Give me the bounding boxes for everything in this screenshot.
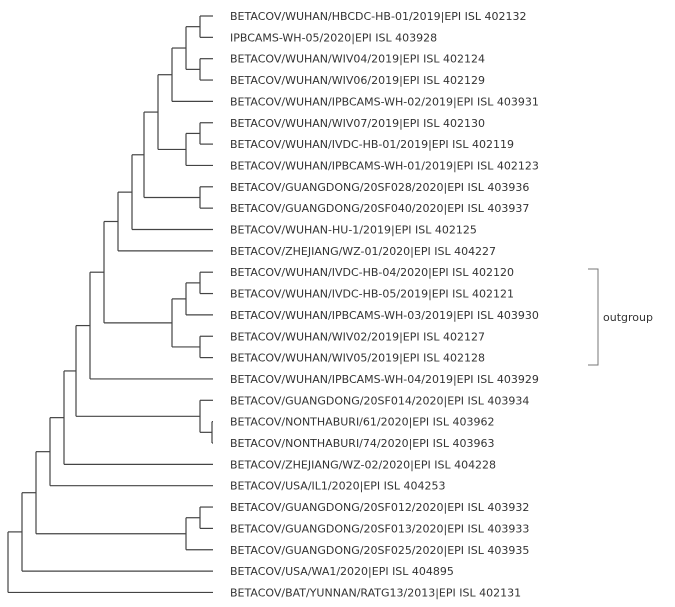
outgroup-bracket: [588, 268, 599, 366]
leaf-label: BETACOV/WUHAN/WIV04/2019|EPI ISL 402124: [230, 53, 485, 66]
leaf-label: BETACOV/WUHAN/IPBCAMS-WH-02/2019|EPI ISL…: [230, 95, 539, 108]
leaf-label: BETACOV/WUHAN/IPBCAMS-WH-03/2019|EPI ISL…: [230, 309, 539, 322]
leaf-label: BETACOV/GUANGDONG/20SF013/2020|EPI ISL 4…: [230, 522, 529, 535]
tree-branches: [7, 15, 213, 594]
outgroup-label: outgroup: [603, 311, 653, 324]
leaf-label: BETACOV/WUHAN/IVDC-HB-05/2019|EPI ISL 40…: [230, 288, 514, 301]
leaf-labels: BETACOV/WUHAN/HBCDC-HB-01/2019|EPI ISL 4…: [230, 10, 539, 599]
leaf-label: BETACOV/NONTHABURI/74/2020|EPI ISL 40396…: [230, 437, 494, 450]
leaf-label: BETACOV/ZHEJIANG/WZ-01/2020|EPI ISL 4042…: [230, 245, 496, 258]
leaf-label: BETACOV/WUHAN/IPBCAMS-WH-01/2019|EPI ISL…: [230, 159, 539, 172]
leaf-label: BETACOV/GUANGDONG/20SF028/2020|EPI ISL 4…: [230, 181, 529, 194]
leaf-label: BETACOV/WUHAN/IVDC-HB-01/2019|EPI ISL 40…: [230, 138, 514, 151]
leaf-label: BETACOV/GUANGDONG/20SF014/2020|EPI ISL 4…: [230, 394, 529, 407]
leaf-label: BETACOV/WUHAN/WIV05/2019|EPI ISL 402128: [230, 352, 485, 365]
leaf-label: BETACOV/NONTHABURI/61/2020|EPI ISL 40396…: [230, 416, 494, 429]
outgroup-annotation: outgroup: [588, 268, 653, 366]
leaf-label: BETACOV/WUHAN/WIV07/2019|EPI ISL 402130: [230, 117, 485, 130]
leaf-label: BETACOV/WUHAN-HU-1/2019|EPI ISL 402125: [230, 224, 477, 237]
leaf-label: BETACOV/GUANGDONG/20SF040/2020|EPI ISL 4…: [230, 202, 529, 215]
leaf-label: BETACOV/WUHAN/IPBCAMS-WH-04/2019|EPI ISL…: [230, 373, 539, 386]
leaf-label: BETACOV/ZHEJIANG/WZ-02/2020|EPI ISL 4042…: [230, 458, 496, 471]
leaf-label: BETACOV/WUHAN/WIV06/2019|EPI ISL 402129: [230, 74, 485, 87]
leaf-label: BETACOV/USA/IL1/2020|EPI ISL 404253: [230, 480, 445, 493]
leaf-label: BETACOV/WUHAN/IVDC-HB-04/2020|EPI ISL 40…: [230, 266, 514, 279]
leaf-label: BETACOV/BAT/YUNNAN/RATG13/2013|EPI ISL 4…: [230, 586, 521, 599]
leaf-label: BETACOV/GUANGDONG/20SF012/2020|EPI ISL 4…: [230, 501, 529, 514]
leaf-label: IPBCAMS-WH-05/2020|EPI ISL 403928: [230, 31, 437, 44]
leaf-label: BETACOV/USA/WA1/2020|EPI ISL 404895: [230, 565, 454, 578]
leaf-label: BETACOV/WUHAN/HBCDC-HB-01/2019|EPI ISL 4…: [230, 10, 527, 23]
leaf-label: BETACOV/GUANGDONG/20SF025/2020|EPI ISL 4…: [230, 544, 529, 557]
leaf-label: BETACOV/WUHAN/WIV02/2019|EPI ISL 402127: [230, 330, 485, 343]
